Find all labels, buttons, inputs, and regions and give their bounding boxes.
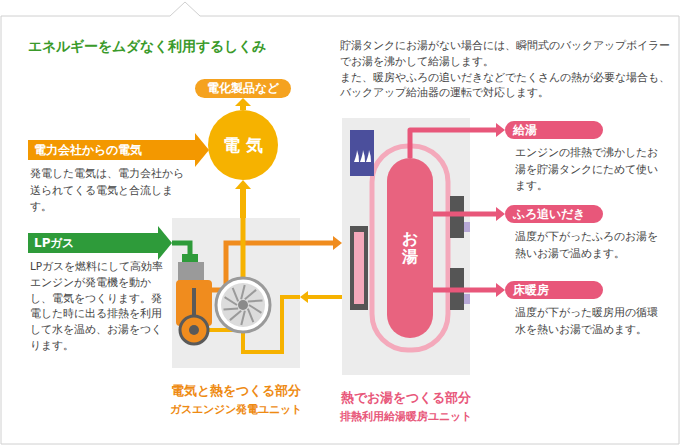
floor-exchanger — [450, 268, 464, 310]
blade — [248, 309, 253, 323]
floor-pipe — [464, 294, 470, 304]
arrowhead — [333, 236, 342, 250]
unit-caption: 熱でお湯をつくる部分排熱利用給湯暖房ユニット — [340, 389, 472, 424]
arrowhead — [235, 98, 251, 106]
flow-connector — [235, 180, 251, 218]
heat-exchanger-core — [354, 232, 364, 304]
electric-circle: 電気 — [208, 110, 278, 180]
connector-line — [240, 189, 246, 218]
node-heading: お湯 — [402, 230, 418, 265]
bath-pipe — [464, 222, 470, 232]
flow-connector — [235, 98, 251, 110]
generator-blades — [224, 285, 263, 325]
storage-tank: お湯 — [387, 158, 433, 338]
arrowhead — [496, 207, 505, 221]
generator-hub — [238, 300, 248, 310]
blade — [230, 311, 241, 320]
node-body: 温度が下がった暖房用の循環水を熱いお湯で温めます。 — [505, 305, 660, 338]
node-heading: 電気と熱をつくる部分 — [170, 382, 302, 400]
node-heading: 熱でお湯をつくる部分 — [340, 389, 472, 407]
use-tag: ふろ追いだき温度が下がったふろのお湯を熱いお湯で温めます。 — [505, 205, 660, 262]
use-tag: 床暖房温度が下がった暖房用の循環水を熱いお湯で温めます。 — [505, 281, 660, 338]
note-text: また、暖房やふろの追いだきなどでたくさんの熱が必要な場合も、バックアップ給油器の… — [340, 70, 675, 102]
node-body: ガスエンジン発電ユニット — [170, 402, 302, 417]
arrowhead — [300, 291, 308, 303]
connector-line — [433, 212, 496, 217]
note-block: 貯湯タンクにお湯がない場合には、瞬間式のバックアップボイラーでお湯を沸かして給湯… — [340, 38, 675, 101]
arrowhead — [195, 133, 209, 167]
node-heading: 給湯 — [505, 121, 603, 139]
connector-line — [188, 140, 195, 160]
input-arrow-band: LPガスLPガスを燃料にして高効率エンジンが発電機を動かし、電気をつくります。発… — [28, 233, 146, 354]
arrowhead — [496, 283, 505, 297]
generator-rotor — [221, 283, 265, 327]
node-heading: 電力会社からの電気 — [28, 140, 188, 160]
node-heading: LPガス — [28, 233, 146, 253]
cylinder-head — [178, 262, 204, 282]
bath-exchanger — [450, 196, 464, 238]
node-heading: ふろ追いだき — [505, 205, 603, 223]
arrowhead — [235, 180, 251, 189]
electric-line — [241, 218, 246, 278]
crank-hub — [189, 325, 199, 335]
note-text: 貯湯タンクにお湯がない場合には、瞬間式のバックアップボイラーでお湯を沸かして給湯… — [340, 38, 675, 70]
flow-connector — [146, 226, 172, 260]
gas-inlet — [182, 254, 198, 263]
diagram-title: エネルギーをムダなく利用するしくみ — [28, 38, 266, 56]
boiler-flames — [354, 150, 371, 162]
blade — [241, 285, 245, 299]
backup-boiler — [350, 130, 374, 176]
circulation-loop — [372, 146, 448, 350]
connector-line — [146, 233, 158, 253]
connector-line — [308, 295, 342, 299]
node-heading: 電化製品など — [207, 81, 279, 96]
flow-connector — [433, 207, 505, 221]
blade — [245, 290, 256, 299]
generator-housing — [216, 278, 270, 332]
engine-unit: 電気と熱をつくる部分ガスエンジン発電ユニット — [172, 218, 300, 368]
arrowhead — [158, 226, 172, 260]
connector-line — [410, 130, 496, 158]
use-tag: 給湯エンジンの排熱で沸かしたお湯を貯湯タンクにためて使います。 — [505, 121, 660, 195]
input-arrow-band: 電力会社からの電気発電した電気は、電力会社から送られてくる電気と合流します。 — [28, 140, 188, 216]
connector-line — [240, 106, 246, 110]
output-label: 電化製品など — [195, 79, 291, 98]
hot-water-unit: お湯熱でお湯をつくる部分排熱利用給湯暖房ユニット — [342, 118, 470, 375]
blade — [248, 300, 263, 301]
node-body: 排熱利用給湯暖房ユニット — [340, 409, 472, 424]
connector-line — [300, 241, 333, 246]
blade — [224, 309, 239, 310]
blade — [241, 311, 245, 325]
node-body: 温度が下がったふろのお湯を熱いお湯で温めます。 — [505, 229, 660, 262]
flow-connector — [410, 123, 505, 158]
node-body: LPガスを燃料にして高効率エンジンが発電機を動かし、電気をつくります。発電した時… — [28, 259, 168, 354]
flow-connector — [300, 291, 342, 303]
flow-connector — [300, 236, 342, 250]
node-heading: 電気 — [217, 134, 269, 157]
unit-caption: 電気と熱をつくる部分ガスエンジン発電ユニット — [170, 382, 302, 417]
node-body: エンジンの排熱で沸かしたお湯を貯湯タンクにためて使います。 — [505, 145, 660, 195]
heat-exchanger — [350, 226, 368, 310]
node-heading: 床暖房 — [505, 281, 603, 299]
engine-illustration — [172, 218, 300, 368]
node-body: 発電した電気は、電力会社から送られてくる電気と合流します。 — [28, 166, 188, 216]
arrowhead — [496, 123, 505, 137]
crank — [180, 316, 208, 344]
blade — [233, 288, 238, 302]
flow-connector — [433, 283, 505, 297]
connector-line — [433, 288, 496, 293]
blade — [225, 297, 237, 305]
flow-connector — [188, 133, 209, 167]
blade — [249, 305, 261, 313]
